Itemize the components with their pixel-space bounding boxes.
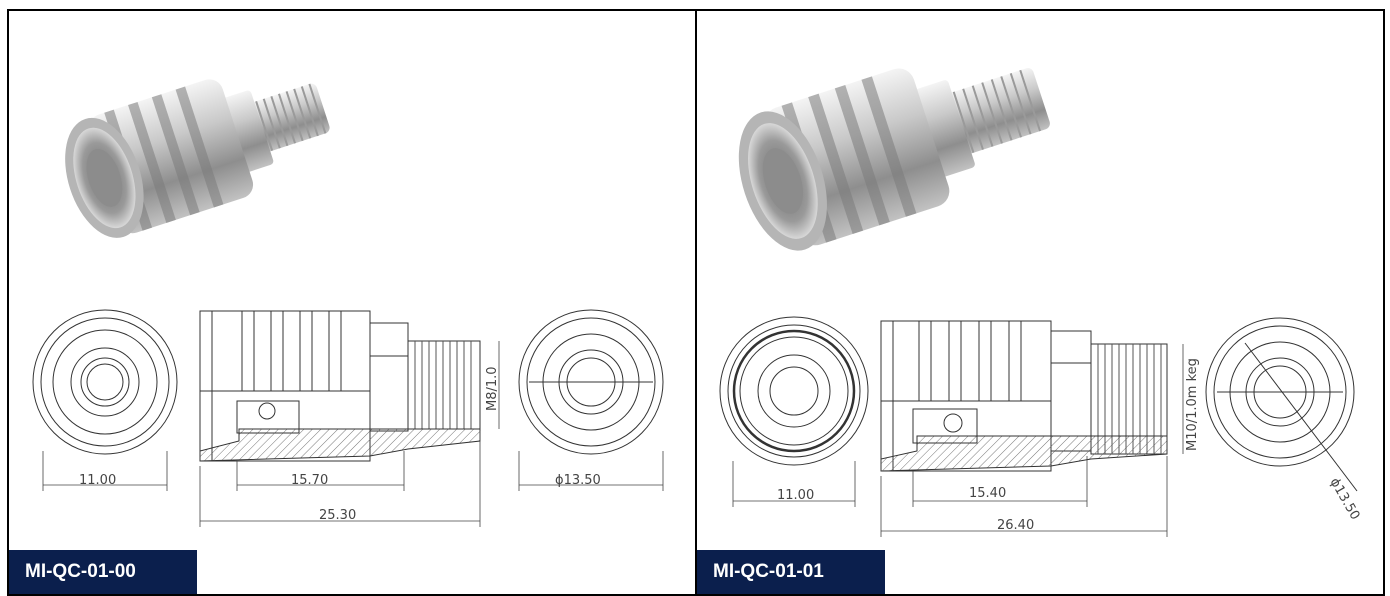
part-number-badge: MI-QC-01-01 bbox=[697, 550, 885, 594]
dimension-lines bbox=[42, 341, 664, 527]
front-view bbox=[32, 309, 178, 455]
thread-label: M10/1.0m keg bbox=[1185, 358, 1200, 451]
front-view bbox=[719, 316, 869, 466]
rear-view bbox=[518, 309, 664, 455]
connector-render bbox=[738, 68, 1050, 251]
inner-length-label: 15.70 bbox=[291, 473, 328, 488]
side-section-view bbox=[880, 320, 1168, 472]
part-number-badge: MI-QC-01-00 bbox=[9, 550, 197, 594]
overall-length-label: 25.30 bbox=[319, 508, 356, 523]
inner-length-label: 15.40 bbox=[969, 486, 1006, 501]
technical-drawing: 11.00 15.40 26.40 ϕ13.50 M10/1.0m keg bbox=[719, 68, 1363, 537]
front-width-label: 11.00 bbox=[79, 473, 116, 488]
diameter-label: ϕ13.50 bbox=[555, 473, 601, 488]
drawing-panel-mi-qc-01-01: 11.00 15.40 26.40 ϕ13.50 M10/1.0m keg MI… bbox=[695, 9, 1385, 596]
drawing-panel-mi-qc-01-00: 11.00 15.70 25.30 ϕ13.50 M8/1.0 MI-QC-01… bbox=[7, 9, 697, 596]
front-width-label: 11.00 bbox=[777, 488, 814, 503]
side-section-view bbox=[199, 310, 481, 462]
dimension-lines bbox=[732, 344, 1184, 537]
connector-render bbox=[65, 79, 330, 238]
technical-drawing: 11.00 15.70 25.30 ϕ13.50 M8/1.0 bbox=[32, 79, 664, 527]
diameter-label: ϕ13.50 bbox=[1327, 476, 1363, 523]
overall-length-label: 26.40 bbox=[997, 518, 1034, 533]
thread-label: M8/1.0 bbox=[485, 366, 500, 411]
rear-view bbox=[1205, 317, 1358, 492]
